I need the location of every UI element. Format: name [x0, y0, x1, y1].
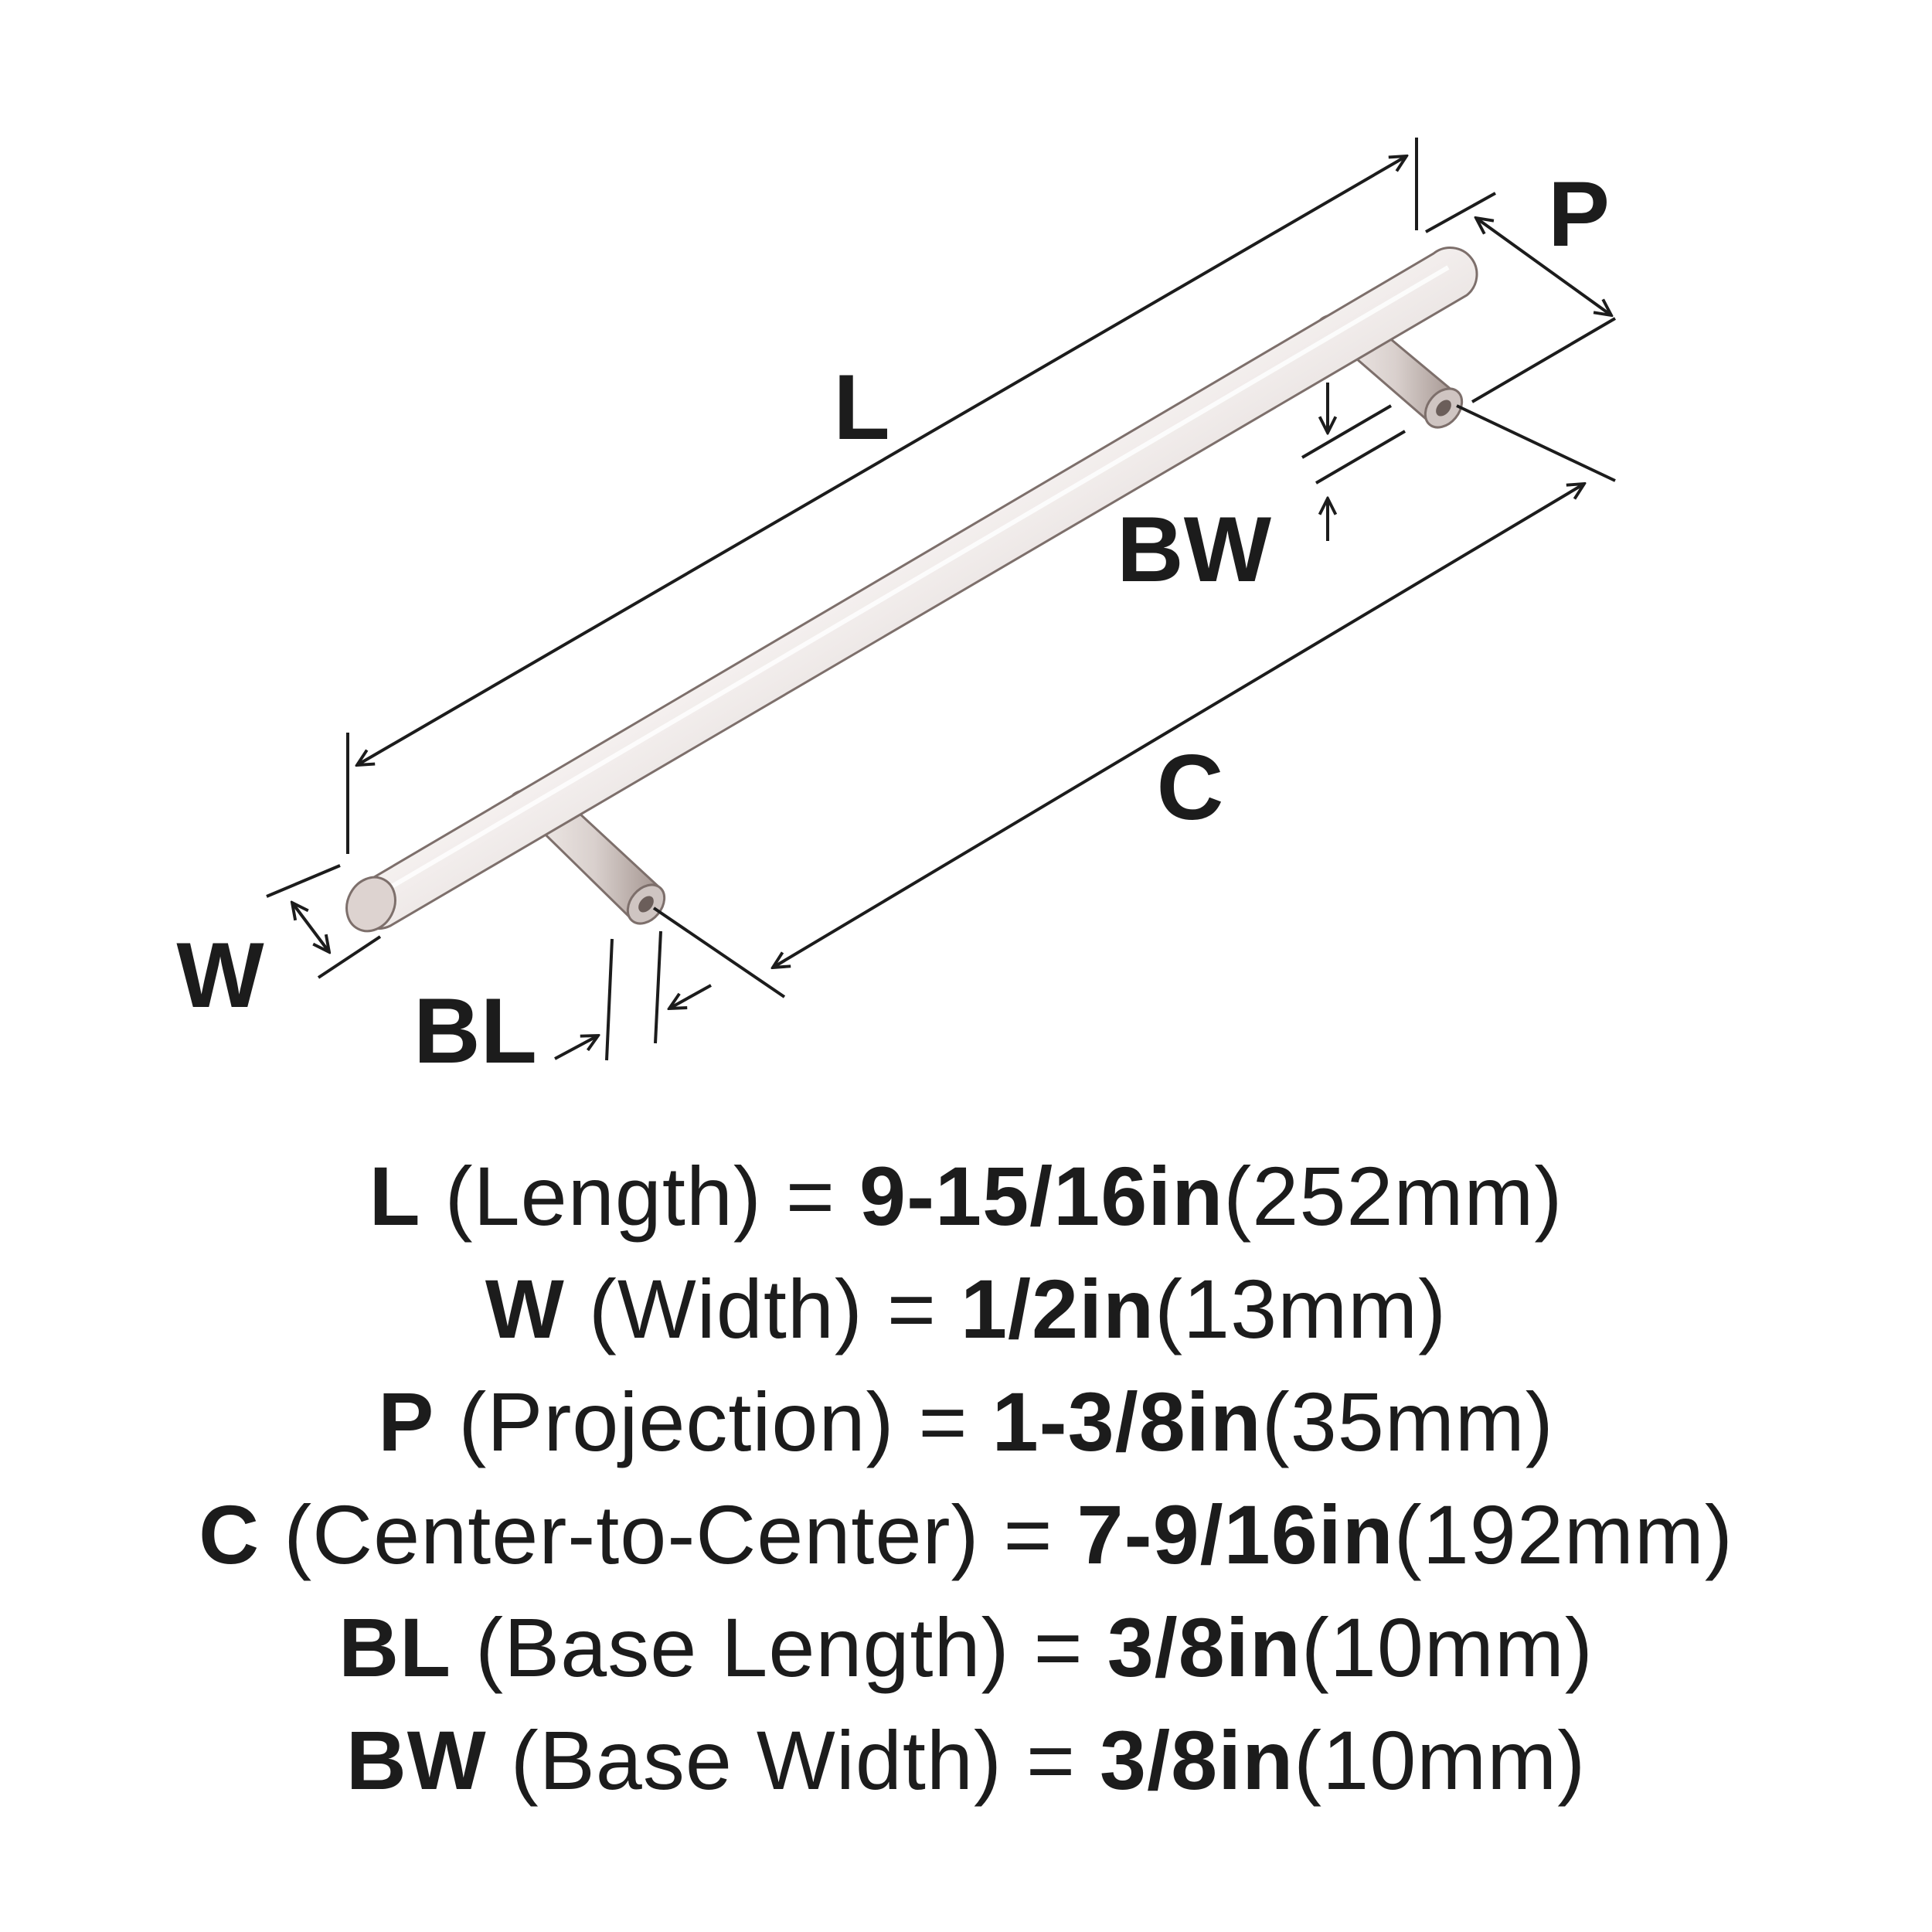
spec-code: BL — [338, 1600, 452, 1694]
label-length: L — [833, 355, 889, 459]
projection-extension-bottom — [1471, 317, 1617, 403]
spec-code: P — [378, 1375, 435, 1468]
specification-list: L (Length) = 9-15/16in(252mm)W (Width) =… — [0, 1140, 1932, 1817]
spec-imperial-value: 9-15/16in — [859, 1149, 1224, 1243]
base-width-extension-top — [1301, 404, 1393, 459]
label-projection: P — [1548, 162, 1610, 266]
base-width-extension-bottom — [1315, 430, 1406, 485]
width-dimension-line — [292, 903, 329, 952]
center-extension-left — [652, 906, 786, 998]
spec-metric-value: (10mm) — [1294, 1713, 1587, 1807]
projection-dimension-line — [1476, 218, 1611, 315]
center-dimension-line — [773, 484, 1584, 968]
spec-equals: = — [1033, 1600, 1083, 1694]
spec-name: (Center-to-Center) — [284, 1488, 980, 1581]
spec-row-w: W (Width) = 1/2in(13mm) — [0, 1253, 1932, 1366]
spec-name: (Base Length) — [475, 1600, 1010, 1694]
spec-equals: = — [918, 1375, 968, 1468]
spec-code: C — [199, 1488, 260, 1581]
spec-row-bw: BW (Base Width) = 3/8in(10mm) — [0, 1704, 1932, 1817]
spec-equals: = — [1003, 1488, 1053, 1581]
spec-name: (Length) — [444, 1149, 762, 1243]
spec-imperial-value: 3/8in — [1100, 1713, 1294, 1807]
center-extension-right — [1456, 404, 1616, 482]
pull-handle-illustration — [345, 246, 1478, 933]
spec-name: (Projection) — [458, 1375, 895, 1468]
length-dimension-line — [357, 156, 1406, 765]
base-length-extension-left — [605, 938, 614, 1061]
base-length-arrow-right — [669, 984, 712, 1009]
spec-imperial-value: 7-9/16in — [1077, 1488, 1394, 1581]
projection-extension-top — [1425, 192, 1496, 233]
spec-row-c: C (Center-to-Center) = 7-9/16in(192mm) — [0, 1478, 1932, 1591]
width-extension-top — [266, 864, 341, 898]
width-extension-bottom — [317, 935, 382, 979]
spec-code: L — [369, 1149, 421, 1243]
spec-row-bl: BL (Base Length) = 3/8in(10mm) — [0, 1591, 1932, 1704]
spec-equals: = — [886, 1262, 937, 1355]
label-base-length: BL — [413, 979, 537, 1083]
spec-code: BW — [345, 1713, 487, 1807]
label-base-width: BW — [1117, 498, 1272, 601]
spec-metric-value: (35mm) — [1261, 1375, 1554, 1468]
spec-imperial-value: 3/8in — [1107, 1600, 1301, 1694]
spec-metric-value: (192mm) — [1393, 1488, 1733, 1581]
spec-imperial-value: 1-3/8in — [992, 1375, 1262, 1468]
spec-code: W — [485, 1262, 565, 1355]
spec-name: (Base Width) — [510, 1713, 1002, 1807]
base-length-arrow-left — [554, 1036, 598, 1060]
label-width: W — [176, 923, 264, 1027]
pull-handle-dimension-diagram: L P BW C W BL — [176, 138, 1617, 1083]
spec-metric-value: (10mm) — [1301, 1600, 1594, 1694]
spec-row-l: L (Length) = 9-15/16in(252mm) — [0, 1140, 1932, 1253]
spec-equals: = — [785, 1149, 835, 1243]
spec-imperial-value: 1/2in — [960, 1262, 1155, 1355]
spec-metric-value: (252mm) — [1223, 1149, 1563, 1243]
spec-name: (Width) — [588, 1262, 863, 1355]
spec-equals: = — [1026, 1713, 1077, 1807]
handle-bar — [345, 246, 1478, 933]
spec-row-p: P (Projection) = 1-3/8in(35mm) — [0, 1366, 1932, 1478]
base-length-extension-right — [654, 930, 662, 1044]
spec-metric-value: (13mm) — [1155, 1262, 1447, 1355]
label-center-to-center: C — [1157, 736, 1224, 839]
dimension-lines — [266, 138, 1617, 1061]
